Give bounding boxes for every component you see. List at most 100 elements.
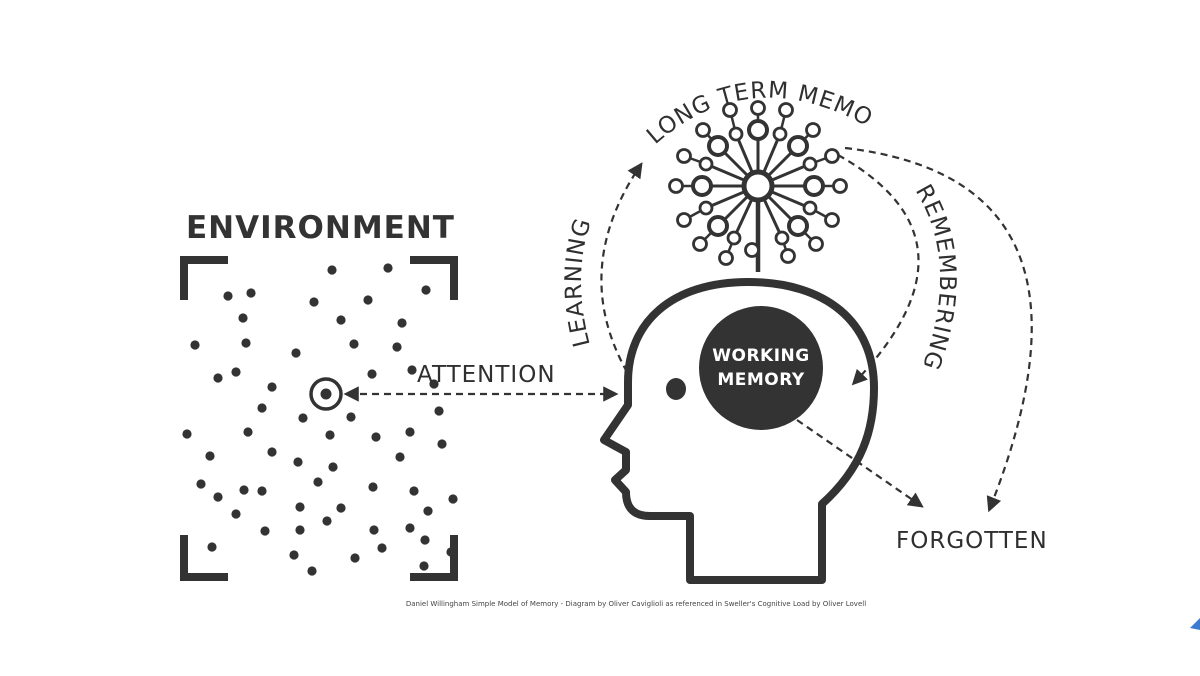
network-node bbox=[787, 135, 809, 157]
stimulus-dot bbox=[213, 492, 223, 502]
stimulus-dot bbox=[368, 482, 378, 492]
stimulus-dot bbox=[246, 288, 256, 298]
stimulus-dot bbox=[407, 365, 417, 375]
working-memory-node: WORKING MEMORY bbox=[699, 306, 823, 430]
stimulus-dot bbox=[367, 369, 377, 379]
stimulus-dot bbox=[395, 452, 405, 462]
stimulus-dot bbox=[207, 542, 217, 552]
stimulus-dot bbox=[363, 295, 373, 305]
diagram-caption: Daniel Willingham Simple Model of Memory… bbox=[406, 600, 866, 608]
stimulus-dot bbox=[434, 406, 444, 416]
forgotten-label: FORGOTTEN bbox=[896, 528, 1048, 554]
stimulus-dot bbox=[295, 525, 305, 535]
stimulus-dot bbox=[260, 526, 270, 536]
stimulus-dot bbox=[371, 432, 381, 442]
network-node bbox=[824, 212, 840, 228]
stimulus-dot bbox=[223, 291, 233, 301]
stimulus-dot bbox=[293, 457, 303, 467]
network-node bbox=[774, 230, 790, 246]
stimulus-dot bbox=[291, 348, 301, 358]
stimulus-dot bbox=[419, 561, 429, 571]
environment-label: ENVIRONMENT bbox=[186, 210, 455, 246]
stimulus-dot bbox=[383, 263, 393, 273]
stimulus-dot bbox=[325, 430, 335, 440]
stimulus-dot bbox=[231, 367, 241, 377]
network-node bbox=[750, 100, 766, 116]
stimulus-dot bbox=[243, 427, 253, 437]
network-node bbox=[728, 126, 744, 142]
network-node bbox=[698, 156, 714, 172]
learning-label: LEARNING bbox=[561, 215, 597, 350]
eye-icon bbox=[666, 378, 686, 400]
network-node bbox=[802, 156, 818, 172]
stimulus-dot bbox=[369, 525, 379, 535]
network-node bbox=[780, 248, 796, 264]
stimulus-dot bbox=[241, 338, 251, 348]
working-memory-forgotten-arrow bbox=[796, 419, 924, 508]
stimulus-dot bbox=[448, 494, 458, 504]
stimulus-dot bbox=[336, 315, 346, 325]
network-node bbox=[722, 102, 738, 118]
stimulus-dot bbox=[420, 535, 430, 545]
stimulus-dot bbox=[257, 403, 267, 413]
learning-arrow bbox=[600, 162, 643, 373]
network-node bbox=[808, 236, 824, 252]
working-memory-label-line1: WORKING bbox=[712, 346, 809, 366]
stimulus-dot bbox=[377, 543, 387, 553]
stimulus-dot bbox=[322, 516, 332, 526]
network-node bbox=[726, 230, 742, 246]
stimulus-dot bbox=[446, 547, 456, 557]
stimulus-dot bbox=[213, 373, 223, 383]
working-memory-label-line2: MEMORY bbox=[717, 370, 805, 390]
network-node bbox=[668, 178, 684, 194]
network-node bbox=[787, 215, 809, 237]
network-node bbox=[805, 122, 821, 138]
stimulus-dot bbox=[205, 451, 215, 461]
stimulus-dot bbox=[267, 382, 277, 392]
stimulus-dot bbox=[307, 566, 317, 576]
network-node bbox=[718, 250, 734, 266]
stimulus-dot bbox=[309, 297, 319, 307]
target-icon bbox=[309, 377, 343, 411]
stimulus-dot bbox=[182, 429, 192, 439]
stimulus-dot bbox=[423, 506, 433, 516]
network-node bbox=[824, 148, 840, 164]
remembering-label: REMEMBERING bbox=[910, 180, 960, 373]
stimulus-dot bbox=[336, 503, 346, 513]
environment-frame bbox=[180, 256, 458, 581]
network-node bbox=[803, 175, 825, 197]
stimulus-dot bbox=[289, 550, 299, 560]
network-node bbox=[832, 178, 848, 194]
network-node bbox=[778, 102, 794, 118]
network-node bbox=[741, 169, 775, 203]
remembering-arrow bbox=[837, 154, 920, 386]
environment-stimuli bbox=[182, 263, 458, 576]
ltm-forgotten-arrow bbox=[844, 146, 1033, 513]
network-node bbox=[676, 148, 692, 164]
stimulus-dot bbox=[328, 462, 338, 472]
stimulus-dot bbox=[238, 313, 248, 323]
stimulus-dot bbox=[313, 477, 323, 487]
stimulus-dot bbox=[231, 509, 241, 519]
stimulus-dot bbox=[239, 485, 249, 495]
stimulus-dot bbox=[190, 340, 200, 350]
network-node bbox=[698, 200, 714, 216]
stimulus-dot bbox=[405, 427, 415, 437]
network-node bbox=[695, 122, 711, 138]
stimulus-dot bbox=[196, 479, 206, 489]
stimulus-dot bbox=[421, 285, 431, 295]
network-node bbox=[772, 126, 788, 142]
network-node bbox=[676, 212, 692, 228]
network-node bbox=[692, 236, 708, 252]
neural-network-icon bbox=[668, 100, 848, 272]
network-node bbox=[691, 175, 713, 197]
attention-label: ATTENTION bbox=[417, 362, 556, 388]
stimulus-dot bbox=[349, 339, 359, 349]
corner-decoration bbox=[1190, 618, 1200, 630]
stimulus-dot bbox=[298, 413, 308, 423]
long-term-memory-label: LONG TERM MEMORY bbox=[0, 0, 877, 149]
stimulus-dot bbox=[295, 502, 305, 512]
stimulus-dot bbox=[257, 486, 267, 496]
stimulus-dot bbox=[267, 447, 277, 457]
